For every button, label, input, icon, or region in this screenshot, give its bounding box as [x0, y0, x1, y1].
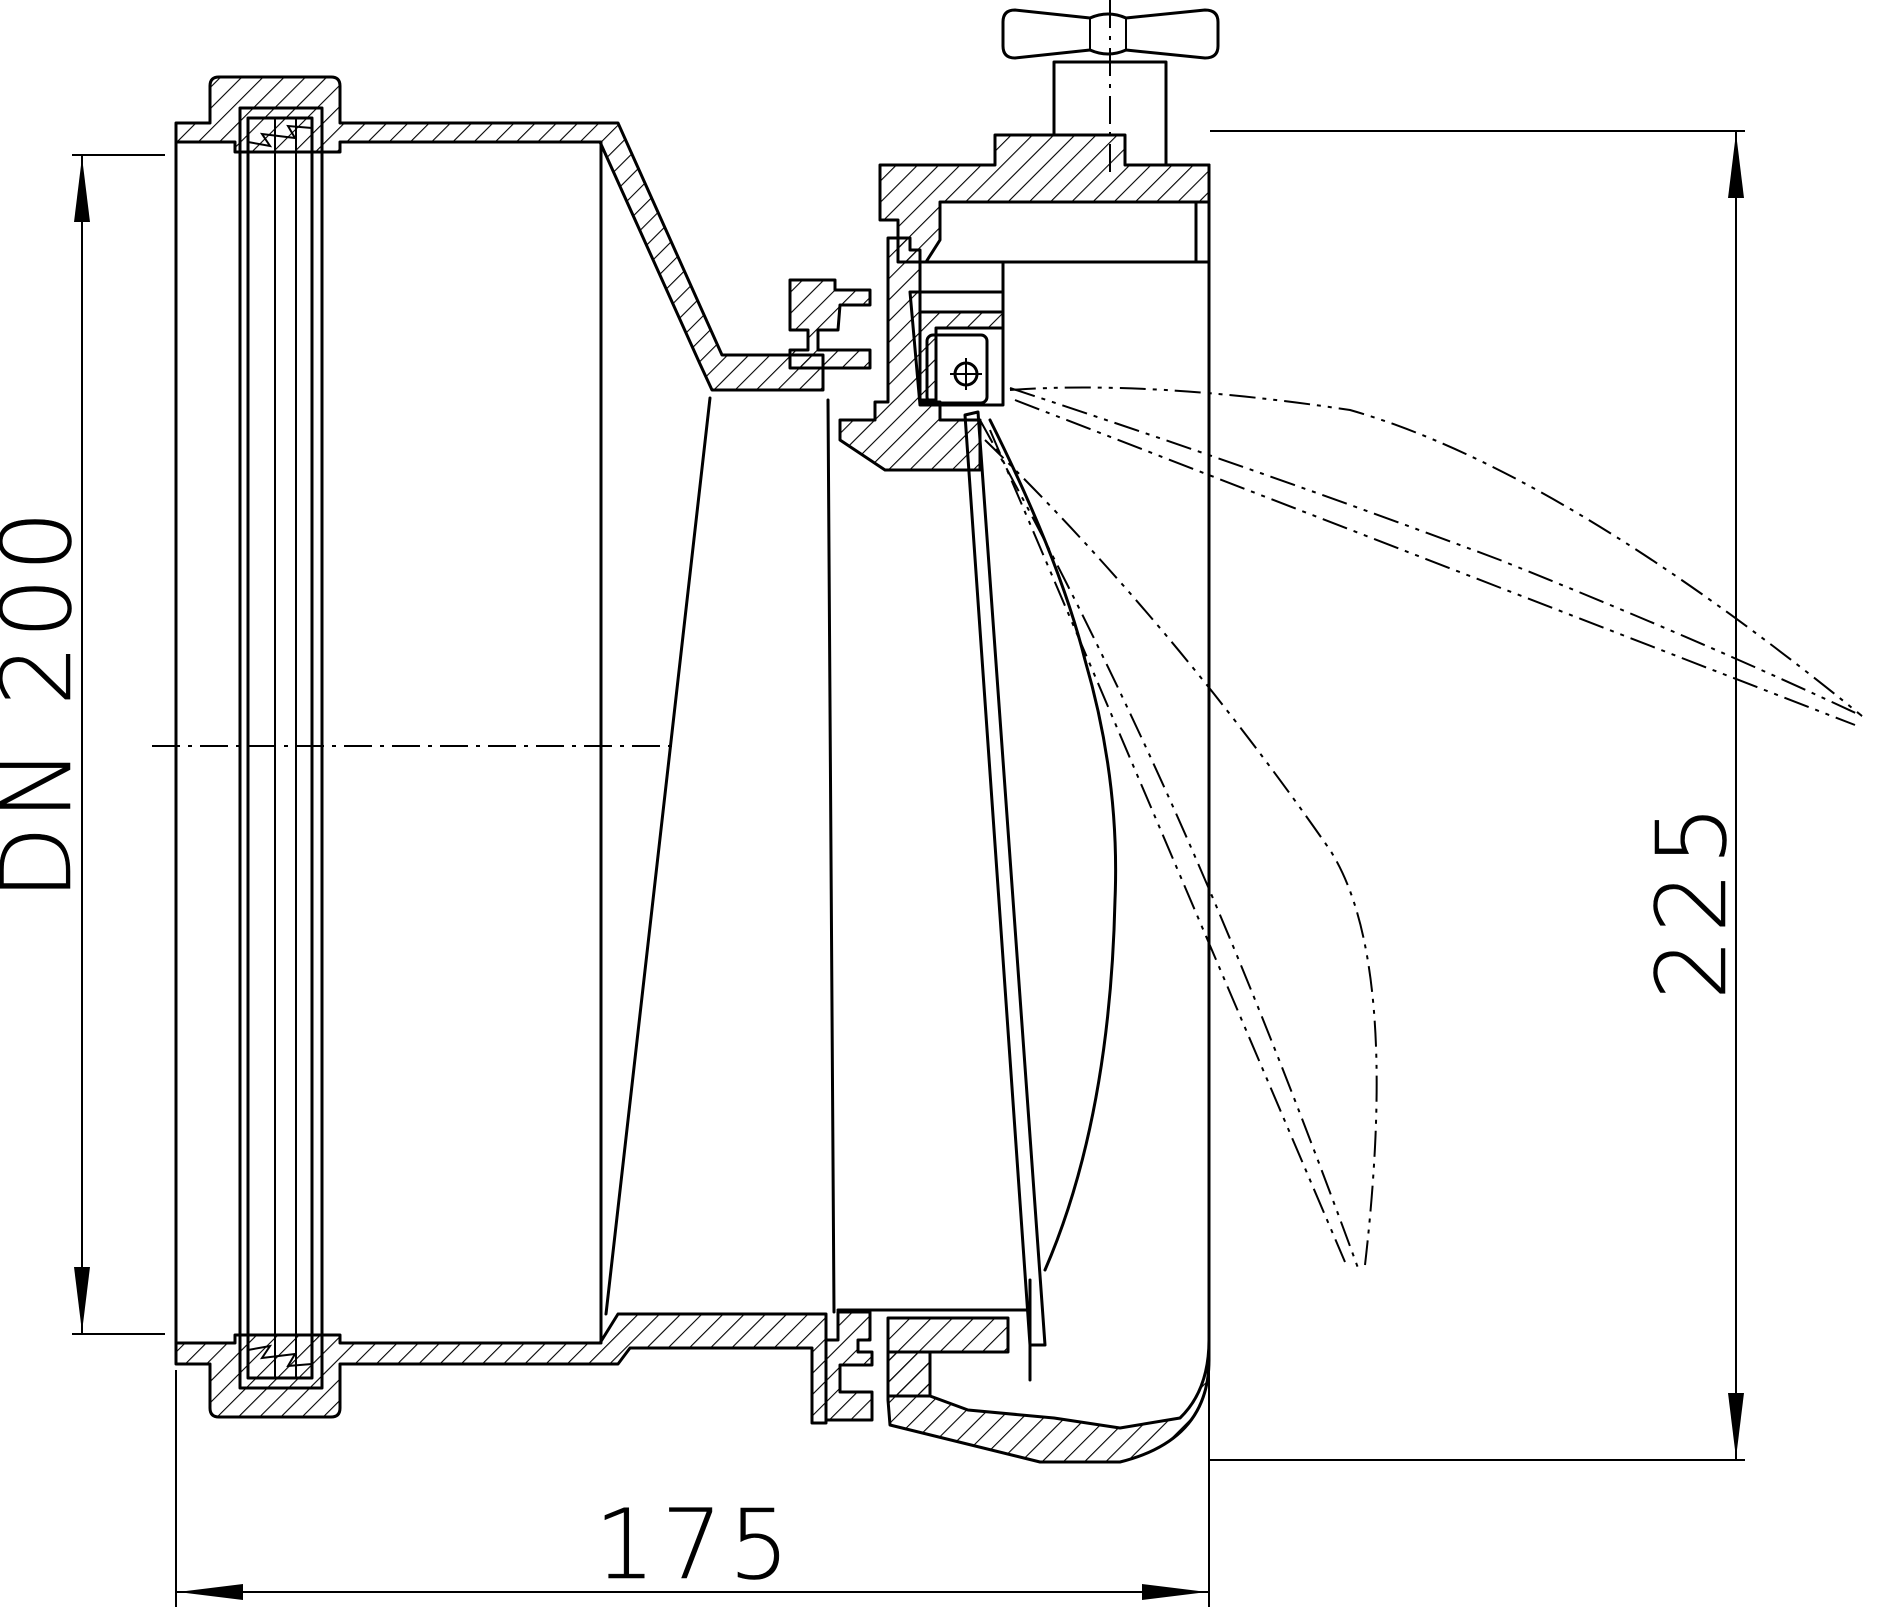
arrow-up-icon: [74, 157, 90, 222]
housing-top-flange: [878, 133, 1211, 264]
lip-seal-ring: [238, 106, 324, 1390]
valve-housing: [788, 133, 1863, 1464]
arrow-down-icon: [74, 1267, 90, 1332]
arrow-up-icon: [1728, 133, 1744, 198]
dimension-length: 175: [175, 1360, 1210, 1607]
backflow-flap-closed: [963, 410, 1118, 1347]
arrow-left-icon: [178, 1584, 243, 1600]
dimension-dn: DN 200: [0, 154, 165, 1335]
flap-hinge: [908, 290, 1005, 407]
clamp-ring-top: [788, 278, 872, 370]
clamp-ring-bottom-inner: [886, 1316, 1010, 1398]
backflow-flap-open-positions: [979, 386, 1863, 1269]
pipe-socket: [174, 75, 828, 1425]
clamp-ring-bottom: [824, 1310, 874, 1422]
housing-bottom-shell: [886, 1338, 1211, 1464]
socket-top-wall: [174, 75, 825, 392]
socket-bottom-wall: [174, 1312, 828, 1425]
arrow-down-icon: [1728, 1393, 1744, 1458]
length-dimension-label: 175: [594, 1489, 795, 1601]
arrow-right-icon: [1142, 1584, 1207, 1600]
dimension-height: 225: [1210, 130, 1748, 1461]
height-dimension-label: 225: [1636, 799, 1748, 1000]
dn-dimension-label: DN 200: [0, 505, 93, 900]
